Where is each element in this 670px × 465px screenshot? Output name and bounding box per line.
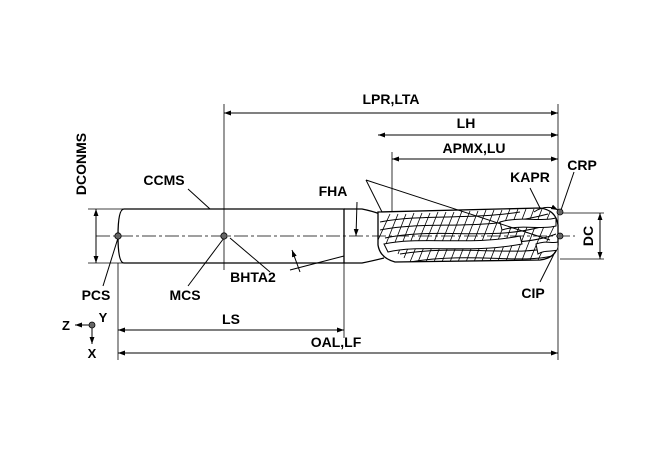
pcs-point <box>114 232 122 240</box>
axis-label-y: Y <box>99 310 108 325</box>
leader-lines <box>102 171 575 287</box>
reference-points <box>114 208 564 240</box>
axis-label-x: X <box>88 346 97 361</box>
label-cip: CIP <box>521 285 544 301</box>
mcs-point <box>220 232 228 240</box>
fha-ray <box>365 179 551 241</box>
label-apmx-lu: APMX,LU <box>443 140 506 156</box>
bhta2-leader-c <box>229 237 271 273</box>
bhta2-leader-a <box>291 249 301 273</box>
cip-point <box>556 232 564 240</box>
label-ls: LS <box>222 311 240 327</box>
label-oal-lf: OAL,LF <box>311 334 362 350</box>
extension-lines <box>88 104 604 360</box>
y-axis-point <box>88 321 96 329</box>
label-lh: LH <box>457 115 476 131</box>
bhta2-leader-b <box>289 255 345 271</box>
axis-label-z: Z <box>62 318 70 333</box>
label-pcs: PCS <box>82 287 111 303</box>
label-lpr-lta: LPR,LTA <box>362 91 419 107</box>
label-crp: CRP <box>567 157 597 173</box>
dimension-labels: LPR,LTA LH APMX,LU CCMS FHA KAPR CRP PCS… <box>73 91 597 350</box>
kapr-arc <box>533 204 559 213</box>
label-fha: FHA <box>319 183 348 199</box>
crp-point <box>556 208 564 216</box>
label-dconms: DCONMS <box>73 133 89 195</box>
fha-angle-arc <box>365 179 383 213</box>
label-bhta2: BHTA2 <box>230 269 276 285</box>
flute-helix-hatching <box>378 208 558 262</box>
cip-leader <box>539 251 556 283</box>
coordinate-axes: Z Y X <box>62 310 108 361</box>
label-mcs: MCS <box>169 287 200 303</box>
crp-leader <box>560 171 575 211</box>
pcs-leader <box>102 237 119 287</box>
kapr-leader <box>529 187 541 209</box>
dimension-lines <box>93 110 603 356</box>
ccms-leader <box>187 188 211 210</box>
label-ccms: CCMS <box>143 172 184 188</box>
label-dc: DC <box>580 226 596 246</box>
label-kapr: KAPR <box>510 169 550 185</box>
mcs-leader <box>187 237 225 287</box>
fha-leader <box>353 201 359 237</box>
